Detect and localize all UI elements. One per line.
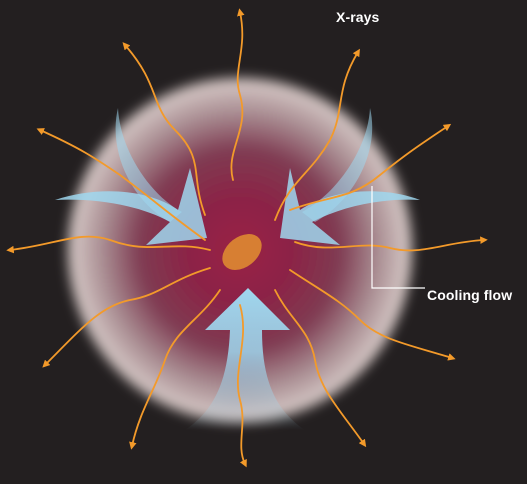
xrays-label: X-rays	[336, 9, 380, 25]
xray-arrow-right-up	[289, 123, 452, 211]
xray-arrow-up-right	[274, 48, 360, 221]
flow-arrow-upper-left-tail	[115, 108, 182, 222]
xray-arrow-down-right	[274, 289, 367, 448]
cooling-flow-label: Cooling flow	[427, 287, 513, 303]
flow-arrow-bottom	[185, 288, 305, 430]
xray-arrow-right-down	[289, 269, 456, 361]
flow-arrow-upper-right-tail	[302, 108, 373, 222]
flow-arrow-upper-right	[280, 168, 420, 245]
flow-arrow-upper-left	[55, 168, 207, 245]
central-galaxy	[222, 234, 262, 270]
cooling-flow-leader-line	[371, 186, 425, 289]
xray-arrow-left-up	[36, 128, 206, 241]
xray-arrow-up	[230, 8, 245, 181]
xray-arrow-down	[236, 304, 247, 468]
xray-arrows	[6, 8, 488, 468]
xray-arrow-left-down	[42, 267, 211, 368]
cooling-flow-arrows	[55, 108, 420, 430]
xray-arrow-down-left	[129, 289, 221, 450]
xray-arrow-left	[6, 235, 211, 254]
xray-arrow-right	[294, 236, 488, 252]
xray-arrow-up-left	[122, 42, 206, 216]
